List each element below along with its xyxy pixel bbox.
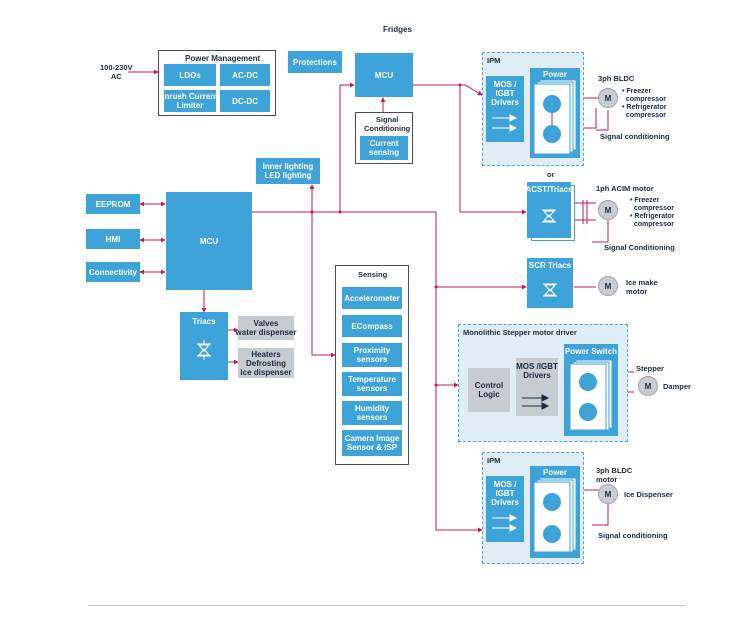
transistor-stack-icon-2	[533, 477, 578, 554]
driver-arrows-icon	[492, 112, 520, 139]
current-sensing-block: Current sensing	[360, 136, 408, 160]
capacitor-icon	[580, 200, 590, 229]
signal-conditioning-title: Signal Conditioning	[364, 115, 411, 133]
transistor-stack-icon	[533, 79, 578, 155]
scr-label: SCR Triacs	[528, 261, 572, 270]
stepper-power-switch-title: Power Switch	[564, 347, 617, 356]
ecompass-block: ECompass	[342, 315, 402, 337]
control-logic-block: Control Logic	[468, 368, 510, 412]
valves-block: Valves water dispenser	[236, 316, 296, 340]
stepper-driver-title: Monolithic Stepper motor driver	[463, 328, 577, 337]
or-label: or	[547, 170, 555, 179]
triacs-label: Triacs	[192, 317, 216, 326]
motor-type-label-2: 1ph ACIM motor	[596, 184, 654, 193]
accelerometer-block: Accelerometer	[342, 287, 402, 309]
ipm-title-bottom: IPM	[487, 456, 501, 465]
power-management-title: Power Management	[185, 54, 261, 63]
ice-make-motor-label: Ice make motor	[626, 278, 658, 296]
proximity-sensors-block: Proximity sensors	[342, 343, 402, 367]
ipm-drivers-top: MOS / IGBT Drivers	[486, 76, 524, 142]
ldo-block: LDOs	[164, 64, 216, 86]
temperature-sensors-block: Temperature sensors	[342, 372, 402, 396]
acst-triac-icon	[539, 206, 559, 231]
heaters-block: Heaters Defrosting Ice dispenser	[238, 348, 294, 378]
eeprom-block: EEPROM	[86, 194, 140, 214]
motor-icon-5: M	[598, 484, 618, 504]
dcdc-block: DC-DC	[220, 90, 270, 112]
triac-symbol-icon	[194, 340, 214, 360]
acst-label: ACST/Triacs	[525, 185, 573, 194]
acdc-block: AC-DC	[220, 64, 270, 86]
ipm-title-top: IPM	[487, 56, 501, 65]
protections-block: Protections	[288, 51, 342, 73]
motor-icon-4: M	[638, 376, 658, 396]
motor-icon-2: M	[598, 200, 618, 220]
load-label-2: • Freezer compressor • Refrigerator comp…	[630, 197, 675, 228]
motor-type-label-5: 3ph BLDC motor	[596, 466, 633, 484]
humidity-sensors-block: Humidity sensors	[342, 401, 402, 425]
scr-triacs-block: SCR Triacs	[527, 258, 573, 308]
page-title: Fridges	[383, 25, 412, 34]
damper-label: Damper	[663, 382, 691, 391]
stepper-driver-arrows-icon	[522, 392, 552, 417]
scr-triac-icon	[540, 280, 560, 305]
inrush-limiter-block: Inrush Current Limiter	[162, 90, 218, 112]
bottom-divider	[88, 605, 686, 606]
sensing-title: Sensing	[358, 270, 388, 279]
mcu-main-block: MCU	[166, 192, 252, 290]
stepper-transistor-icon	[569, 359, 614, 434]
motor-type-label-1: 3ph BLDC	[598, 74, 635, 83]
load-label-1: • Freezer compressor • Refrigerator comp…	[622, 88, 667, 119]
signal-label-2: Signal Conditioning	[604, 243, 675, 252]
ac-input-label: 100-230V AC	[100, 63, 133, 81]
stepper-motor-label: Stepper	[636, 364, 664, 373]
hmi-block: HMI	[86, 229, 140, 249]
motor-icon-3: M	[598, 276, 618, 296]
connectivity-block: Connectivity	[86, 262, 140, 282]
motor-icon-1: M	[598, 88, 618, 108]
inner-lighting-block: Inner lighting LED lighting	[256, 158, 320, 184]
camera-sensor-block: Camera Image Sensor & ISP	[342, 430, 402, 456]
driver-arrows-icon-2	[492, 512, 520, 539]
ice-dispenser-label: Ice Dispenser	[624, 490, 673, 499]
triacs-block: Triacs	[180, 312, 228, 380]
ipm-drivers-bottom: MOS / IGBT Drivers	[486, 476, 524, 542]
signal-label-5: Signal conditioning	[598, 531, 668, 540]
mcu-top-block: MCU	[355, 53, 413, 97]
signal-label-1: Signal conditioning	[600, 132, 670, 141]
